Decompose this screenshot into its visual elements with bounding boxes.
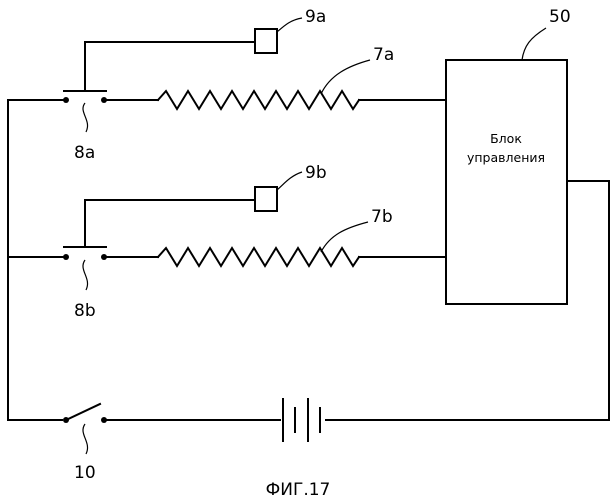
- switch-8b-contact-left: [63, 254, 69, 260]
- switch-8b-stem: [85, 200, 255, 247]
- left-bus-wire: [8, 100, 62, 420]
- battery-symbol: [104, 399, 320, 441]
- label-50: 50: [549, 7, 571, 27]
- switch-8a-contact-left: [63, 97, 69, 103]
- leader-7a: [321, 60, 370, 94]
- main-switch-10: [63, 404, 107, 423]
- sensor-9a-box: [255, 29, 277, 53]
- leader-7b: [321, 222, 368, 252]
- figure-caption: ФИГ.17: [266, 480, 331, 500]
- switch-8a-stem: [85, 42, 255, 91]
- leader-10: [83, 424, 88, 454]
- label-7b: 7b: [371, 207, 393, 227]
- heater-7a-zigzag: [158, 91, 359, 109]
- leader-8a: [83, 103, 88, 132]
- label-9a: 9a: [305, 7, 326, 27]
- leader-8b: [83, 260, 88, 290]
- control-unit-label-line2: управления: [467, 150, 545, 165]
- switch-10-contact-right: [101, 417, 107, 423]
- branch-a: [8, 29, 446, 109]
- label-8a: 8a: [74, 143, 95, 163]
- control-unit-label-line1: Блок: [490, 131, 522, 146]
- leader-9a: [277, 18, 302, 32]
- heater-7b-zigzag: [158, 248, 359, 266]
- label-8b: 8b: [74, 301, 96, 321]
- label-10: 10: [74, 463, 96, 483]
- switch-10-blade: [66, 404, 100, 420]
- leader-50: [522, 28, 546, 60]
- sensor-9b-box: [255, 187, 277, 211]
- control-unit-box: [446, 60, 567, 304]
- leader-9b: [277, 172, 302, 190]
- label-7a: 7a: [373, 45, 394, 65]
- label-9b: 9b: [305, 163, 327, 183]
